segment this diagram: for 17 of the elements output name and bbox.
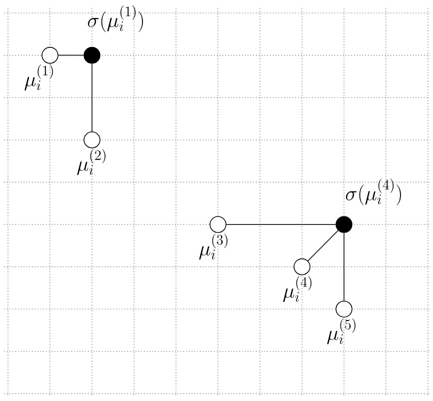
- vertex-label: $\mu_i^{(1)}$: [24, 64, 53, 90]
- vertex-label: $\mu_i^{(5)}$: [327, 318, 356, 344]
- connector-line: [58, 54, 84, 56]
- filled-vertex: [336, 216, 352, 233]
- vertex-label: $\mu_i^{(3)}$: [199, 234, 228, 260]
- open-vertex: [210, 216, 226, 233]
- filled-vertex: [84, 46, 100, 64]
- vertex-label: $\sigma(\mu_i^{(1)})$: [88, 5, 143, 32]
- open-vertex: [294, 258, 310, 276]
- open-vertex: [42, 46, 58, 64]
- vertex-label: $\sigma(\mu_i^{(4)})$: [346, 178, 401, 206]
- connector-line: [226, 224, 336, 225]
- open-vertex: [336, 300, 352, 318]
- connector-line: [307, 230, 339, 262]
- vertex-label: $\mu_i^{(2)}$: [77, 149, 106, 176]
- vertex-label: $\mu_i^{(4)}$: [283, 276, 312, 302]
- open-vertex: [84, 132, 100, 148]
